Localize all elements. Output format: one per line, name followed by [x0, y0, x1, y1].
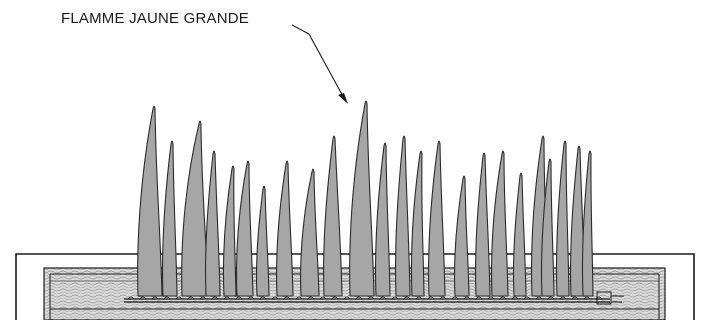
burner-port	[427, 296, 435, 300]
burner-port	[487, 296, 495, 300]
burner-port	[499, 296, 507, 300]
burner-port	[415, 296, 423, 300]
flame	[512, 172, 527, 297]
flame	[491, 150, 509, 297]
flame	[161, 140, 178, 297]
burner-port	[307, 296, 315, 300]
flame	[410, 150, 425, 297]
flame	[474, 152, 491, 297]
burner-port	[571, 296, 579, 300]
burner-port	[559, 296, 567, 300]
burner-port	[199, 296, 207, 300]
burner-port	[223, 296, 231, 300]
flame	[137, 105, 163, 297]
flames-group	[137, 100, 594, 297]
flame	[236, 160, 254, 297]
burner-port	[319, 296, 327, 300]
flame	[222, 165, 237, 297]
flame	[394, 135, 411, 297]
flame	[276, 160, 294, 297]
burner-port	[331, 296, 339, 300]
burner-port	[463, 296, 471, 300]
burner-port	[211, 296, 219, 300]
burner-port	[163, 296, 171, 300]
flame	[428, 140, 446, 297]
burner-port	[127, 296, 135, 300]
flame	[349, 100, 375, 297]
burner-port	[523, 296, 531, 300]
burner-port	[475, 296, 483, 300]
burner-port	[139, 296, 147, 300]
burner-port	[235, 296, 243, 300]
burner-port	[451, 296, 459, 300]
burner-port	[295, 296, 303, 300]
burner-port	[511, 296, 519, 300]
burner-port	[247, 296, 255, 300]
burner-port	[547, 296, 555, 300]
burner-port	[343, 296, 351, 300]
burner-port	[583, 296, 591, 300]
callout-leader	[291, 24, 348, 104]
flame	[300, 168, 320, 297]
arrowhead-icon	[338, 93, 348, 104]
flame	[204, 150, 221, 297]
burner-port	[367, 296, 375, 300]
burner-port	[271, 296, 279, 300]
burner-port	[283, 296, 291, 300]
burner-port	[439, 296, 447, 300]
burner-port	[355, 296, 363, 300]
callout-label: FLAMME JAUNE GRANDE	[61, 10, 249, 27]
burner-port	[391, 296, 399, 300]
burner-port	[403, 296, 411, 300]
flame	[255, 185, 270, 297]
flame	[581, 150, 594, 297]
burner-port	[187, 296, 195, 300]
burner-port	[379, 296, 387, 300]
flame	[323, 135, 343, 297]
flame	[540, 158, 555, 297]
burner-port	[151, 296, 159, 300]
burner-port	[535, 296, 543, 300]
burner-ports	[127, 296, 603, 300]
flame	[555, 140, 570, 297]
flame	[181, 120, 209, 297]
flame	[453, 175, 470, 297]
burner-port	[259, 296, 267, 300]
burner-port	[595, 296, 603, 300]
flame	[374, 142, 391, 297]
burner-port	[175, 296, 183, 300]
